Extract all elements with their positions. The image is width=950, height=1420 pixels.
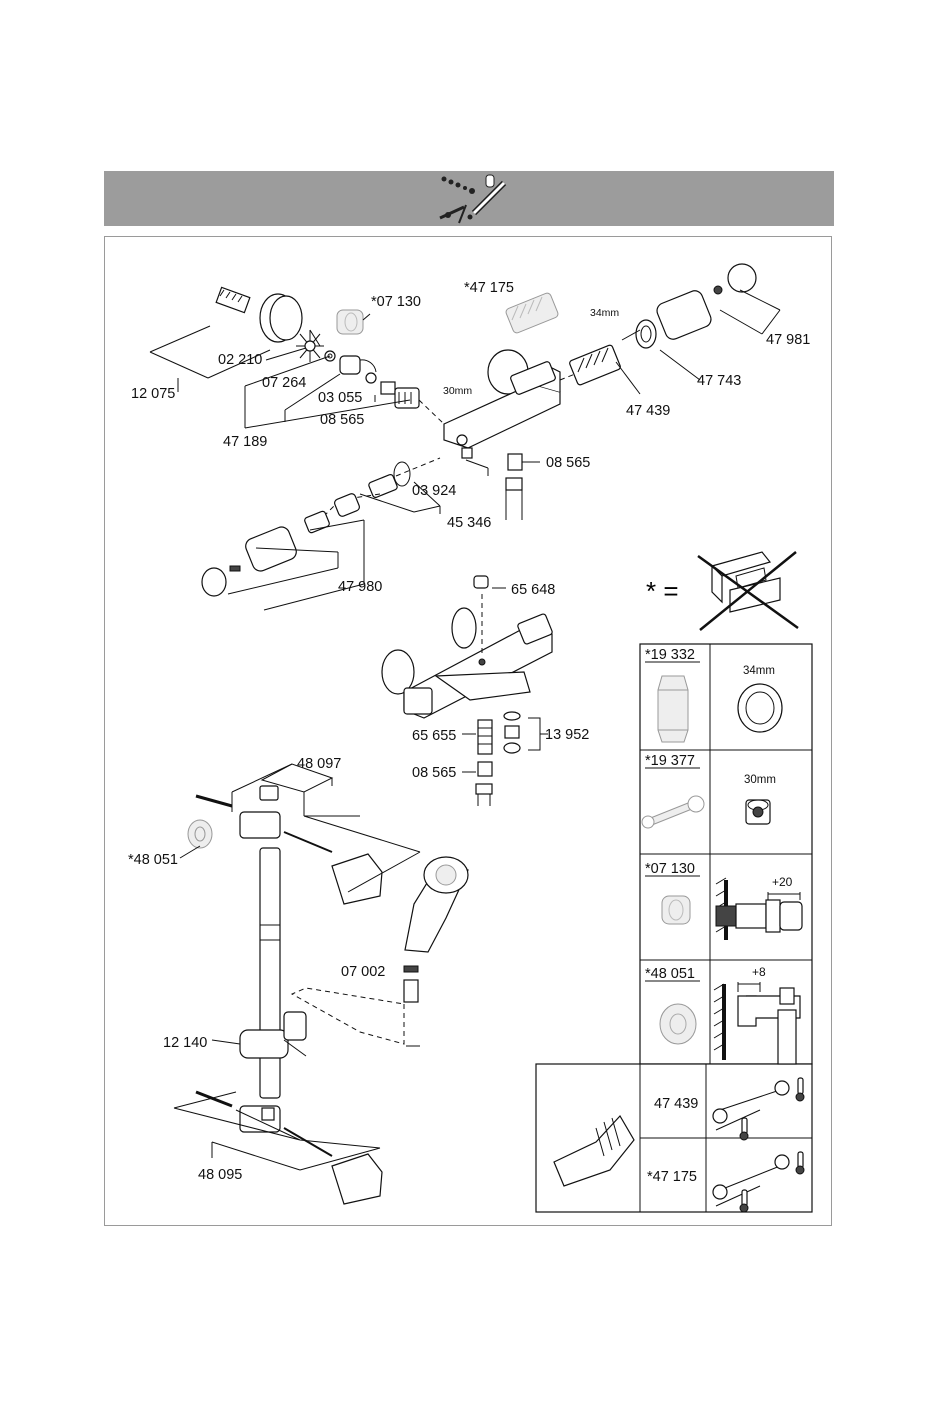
- label-48095: 48 095: [198, 1167, 242, 1183]
- valve-03924: [368, 462, 410, 498]
- label-08565-b: 08 565: [546, 455, 590, 471]
- wall-bracket-48097: [196, 786, 382, 904]
- washer-48051: [188, 820, 212, 848]
- label-03924: 03 924: [412, 483, 456, 499]
- table-dim-20: +20: [772, 875, 793, 889]
- table-code-19377: *19 377: [645, 753, 695, 769]
- label-07130-top: *07 130: [371, 294, 421, 310]
- asterisk-equals: * =: [646, 576, 679, 606]
- label-47439-top: 47 439: [626, 403, 670, 419]
- label-65655: 65 655: [412, 728, 456, 744]
- filter-08565-right: [506, 454, 522, 520]
- ring-47743: [636, 320, 656, 348]
- crossed-out-tool-box-icon: [698, 552, 798, 630]
- table-code-47439: 47 439: [654, 1096, 698, 1112]
- grey-adapter-part: [337, 310, 363, 334]
- check-valve-part: [340, 356, 376, 374]
- ring-34mm-icon: [738, 684, 782, 732]
- o-rings-13952: [504, 712, 520, 753]
- label-03055: 03 055: [318, 390, 362, 406]
- label-47980: 47 980: [338, 579, 382, 595]
- valve-45346: [333, 493, 360, 518]
- spindle-part: [304, 510, 330, 533]
- handle-47980: [202, 525, 299, 596]
- label-07002: 07 002: [341, 964, 385, 980]
- adapter-part: [216, 287, 250, 312]
- label-12140: 12 140: [163, 1035, 207, 1051]
- nut-30mm-icon: [746, 800, 770, 824]
- label-34mm-top: 34mm: [590, 307, 619, 319]
- label-47981: 47 981: [766, 332, 810, 348]
- label-02210: 02 210: [218, 352, 262, 368]
- label-65648: 65 648: [511, 582, 555, 598]
- table-mm-30: 30mm: [744, 774, 776, 786]
- nut-47189-part: [395, 388, 419, 408]
- label-45346: 45 346: [447, 515, 491, 531]
- label-12075: 12 075: [131, 386, 175, 402]
- handle-47981: [655, 264, 756, 342]
- table-code-07130: *07 130: [645, 861, 695, 877]
- cartridge-47439: [569, 344, 621, 385]
- label-08565-c: 08 565: [412, 765, 456, 781]
- label-47175-top: *47 175: [464, 280, 514, 296]
- wall-bracket-48095: [196, 1092, 382, 1204]
- table-code-48051: *48 051: [645, 966, 695, 982]
- washer-03055-part: [366, 373, 376, 383]
- label-48097: 48 097: [297, 756, 341, 772]
- label-47189: 47 189: [223, 434, 267, 450]
- thermostat-body-top: [444, 350, 560, 458]
- grey-cartridge-47175: [505, 292, 559, 334]
- handshower: [404, 857, 468, 1002]
- filter-part: [381, 382, 395, 394]
- slide-rail: [260, 848, 280, 1098]
- adapter-07130-icon: [662, 896, 690, 924]
- label-48051-left: *48 051: [128, 852, 178, 868]
- table-code-19332: *19 332: [645, 647, 695, 663]
- label-07264: 07 264: [262, 375, 306, 391]
- table-mm-34: 34mm: [743, 665, 775, 677]
- filter-08565-mid: [476, 762, 492, 806]
- table-dim-8: +8: [752, 965, 766, 979]
- label-30mm-top: 30mm: [443, 385, 472, 397]
- escutcheon-part: [260, 294, 302, 342]
- label-08565-a: 08 565: [320, 412, 364, 428]
- cartridge-65655: [478, 720, 492, 754]
- label-47743: 47 743: [697, 373, 741, 389]
- tool-19332-icon: [658, 676, 688, 742]
- washer-48051-icon: [660, 1004, 696, 1044]
- table-code-47175: *47 175: [647, 1169, 697, 1185]
- label-13952: 13 952: [545, 727, 589, 743]
